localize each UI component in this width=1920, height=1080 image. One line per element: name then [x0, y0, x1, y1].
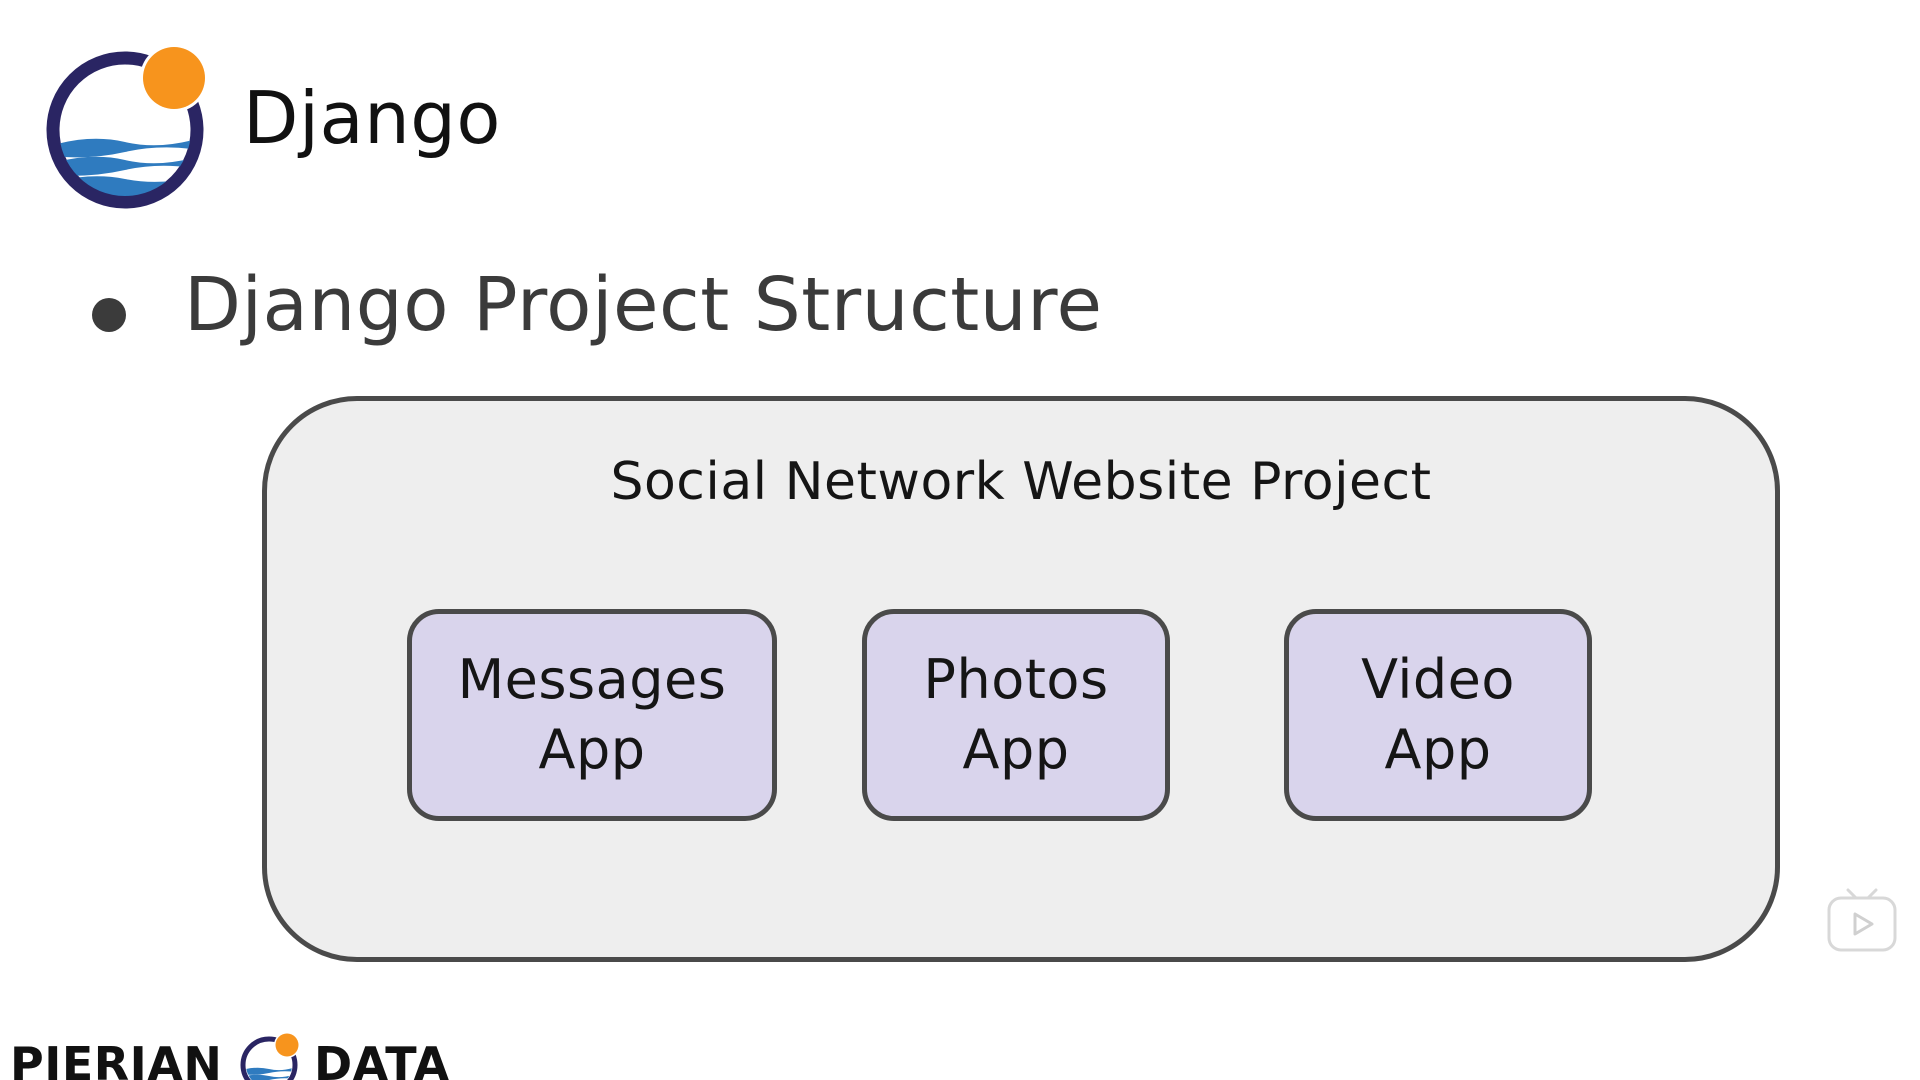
app-label-line1: Video: [1361, 648, 1515, 711]
app-label-line2: App: [1384, 718, 1492, 781]
bullet-point: [92, 298, 126, 332]
video-app-box: Video App: [1284, 609, 1592, 821]
pierian-logo-icon: [240, 1032, 300, 1080]
django-logo-icon: [46, 44, 208, 209]
project-label: Social Network Website Project: [610, 452, 1432, 512]
app-label-line1: Messages: [457, 648, 727, 711]
messages-app-box: Messages App: [407, 609, 777, 821]
app-label-line2: App: [538, 718, 646, 781]
slide-heading: Django Project Structure: [184, 262, 1103, 348]
brand-name-right: DATA: [314, 1037, 450, 1080]
project-container: Social Network Website Project Messages …: [262, 396, 1780, 962]
brand-name-left: PIERIAN: [10, 1037, 223, 1080]
photos-app-box: Photos App: [862, 609, 1170, 821]
play-icon[interactable]: [1826, 888, 1898, 954]
app-label-line2: App: [962, 718, 1070, 781]
app-label-line1: Photos: [923, 648, 1109, 711]
app-title: Django: [243, 76, 501, 160]
